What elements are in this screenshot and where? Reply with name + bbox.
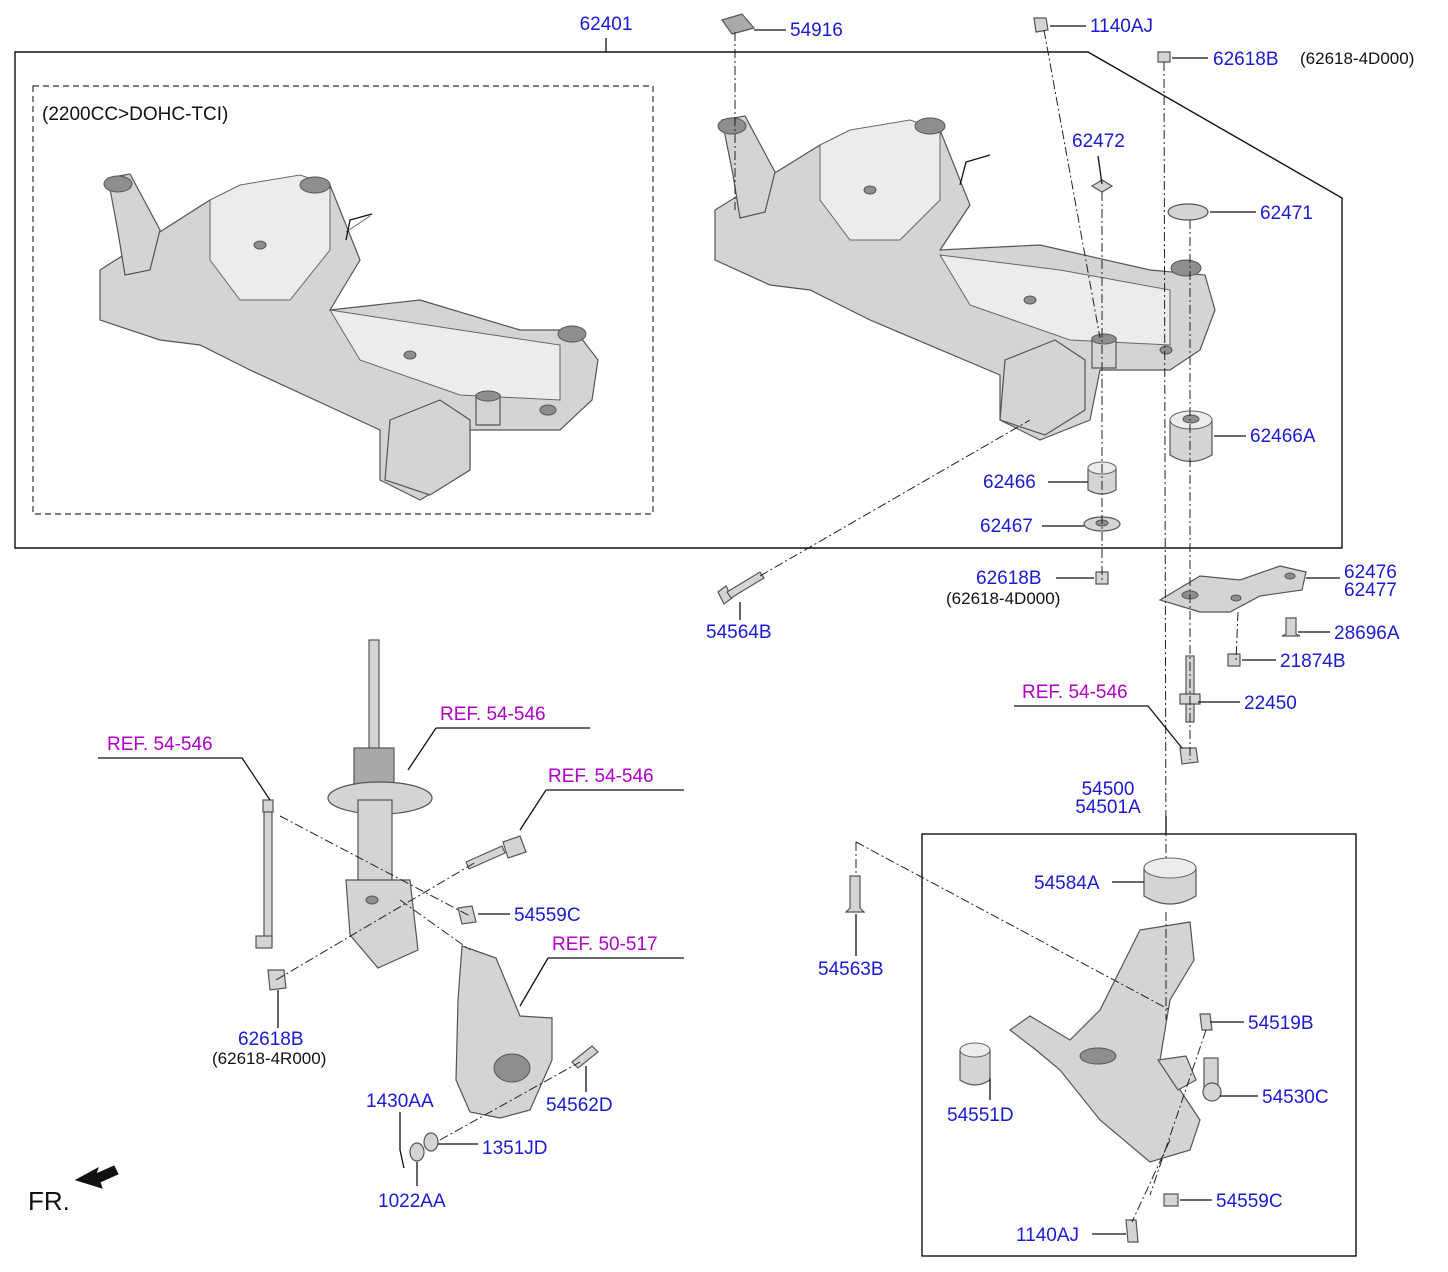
part-label-21874B[interactable]: 21874B [1280, 651, 1346, 672]
part-note-62618-4R000: (62618-4R000) [212, 1049, 326, 1068]
part-label-62477[interactable]: 62477 [1344, 580, 1397, 601]
part-note-62618-4D000-mid: (62618-4D000) [946, 589, 1060, 608]
bushing-62466A-drawing [1169, 410, 1213, 463]
nut-1140AJ-top-drawing [1033, 17, 1049, 33]
part-label-1140AJ-bottom[interactable]: 1140AJ [1016, 1225, 1079, 1246]
crossmember-drawing [714, 115, 1216, 441]
part-label-22450[interactable]: 22450 [1244, 693, 1297, 714]
part-label-54501A[interactable]: 54501A [1075, 797, 1141, 818]
part-label-54559C-right[interactable]: 54559C [1216, 1191, 1283, 1212]
part-label-54564B[interactable]: 54564B [706, 622, 772, 643]
nut-54559C-right-drawing [1163, 1193, 1179, 1207]
stabilizer-link-drawing [255, 799, 274, 949]
bracket-62476-drawing [1158, 565, 1307, 613]
crossmember-assembly-frame [14, 51, 1343, 549]
part-label-62471[interactable]: 62471 [1260, 203, 1313, 224]
reference-label-link[interactable]: REF. 54-546 [107, 734, 213, 755]
part-label-54563B[interactable]: 54563B [818, 959, 884, 980]
part-label-54530C[interactable]: 54530C [1262, 1087, 1329, 1108]
reference-label-right[interactable]: REF. 54-546 [1022, 682, 1128, 703]
bolt-ref-drawing [465, 835, 527, 870]
bolt-54563B-drawing [844, 875, 866, 913]
reference-label-knuckle[interactable]: REF. 50-517 [552, 934, 658, 955]
nut-21874B-drawing [1227, 653, 1241, 667]
front-direction-label: FR. [28, 1186, 70, 1216]
part-label-1022AA[interactable]: 1022AA [378, 1191, 446, 1212]
washer-62471-drawing [1167, 203, 1209, 221]
part-label-28696A[interactable]: 28696A [1334, 623, 1400, 644]
bushing-54584A-drawing [1143, 857, 1197, 905]
reference-label-strut[interactable]: REF. 54-546 [440, 704, 546, 725]
bolt-1140AJ-bottom-drawing [1125, 1219, 1139, 1243]
part-label-62467[interactable]: 62467 [980, 516, 1033, 537]
pad-54916-drawing [721, 13, 756, 35]
part-label-54562D[interactable]: 54562D [546, 1095, 613, 1116]
part-label-1351JD[interactable]: 1351JD [482, 1138, 548, 1159]
reference-label-bolt[interactable]: REF. 54-546 [548, 766, 654, 787]
bolt-54519B-drawing [1199, 1013, 1213, 1031]
nut-1022AA-drawing [409, 1142, 425, 1162]
part-label-54519B[interactable]: 54519B [1248, 1013, 1314, 1034]
part-label-54584A[interactable]: 54584A [1034, 873, 1100, 894]
cotter-1430AA-drawing [399, 1149, 405, 1169]
variant-dashed-frame [32, 85, 654, 515]
part-label-62618B-top[interactable]: 62618B [1213, 49, 1279, 70]
strut-assembly-drawing [327, 639, 433, 969]
part-label-62618B-left[interactable]: 62618B [238, 1029, 304, 1050]
part-label-62472[interactable]: 62472 [1072, 131, 1125, 152]
bolt-28696A-drawing [1281, 617, 1301, 637]
leader-lines [98, 25, 1340, 1235]
lower-arm-drawing [1008, 921, 1201, 1163]
nut-ref-right-drawing [1179, 747, 1199, 765]
part-label-54916[interactable]: 54916 [790, 20, 843, 41]
bolt-54564B-drawing [717, 571, 765, 605]
part-label-62466A[interactable]: 62466A [1250, 426, 1316, 447]
assembly-guide-lines [275, 29, 1239, 1223]
variant-note: (2200CC>DOHC-TCI) [42, 104, 228, 125]
part-label-54559C-left[interactable]: 54559C [514, 905, 581, 926]
part-label-1430AA[interactable]: 1430AA [366, 1091, 434, 1112]
crossmember-variant-drawing [99, 173, 599, 501]
nut-54559C-left-drawing [457, 905, 477, 925]
knuckle-drawing [455, 945, 553, 1119]
part-note-62618-4D000-top: (62618-4D000) [1300, 49, 1414, 68]
bushing-54551D-drawing [959, 1042, 991, 1086]
ball-joint-54530C-drawing [1156, 1055, 1222, 1102]
part-label-62466[interactable]: 62466 [983, 472, 1036, 493]
washer-62472-drawing [1090, 179, 1114, 193]
lower-arm-assembly-frame [921, 833, 1357, 1257]
part-label-62476[interactable]: 62476 [1344, 562, 1397, 583]
nut-62618B-top-drawing [1157, 51, 1171, 63]
washer-1351JD-drawing [423, 1132, 439, 1152]
part-label-62618B-mid[interactable]: 62618B [976, 568, 1042, 589]
part-label-54500[interactable]: 54500 [1082, 779, 1135, 800]
part-label-1140AJ-top[interactable]: 1140AJ [1090, 16, 1153, 37]
part-label-54551D[interactable]: 54551D [947, 1105, 1014, 1126]
nut-62618B-left-drawing [267, 969, 287, 991]
front-direction-arrow-icon [74, 1165, 119, 1189]
part-label-62401[interactable]: 62401 [580, 14, 633, 35]
